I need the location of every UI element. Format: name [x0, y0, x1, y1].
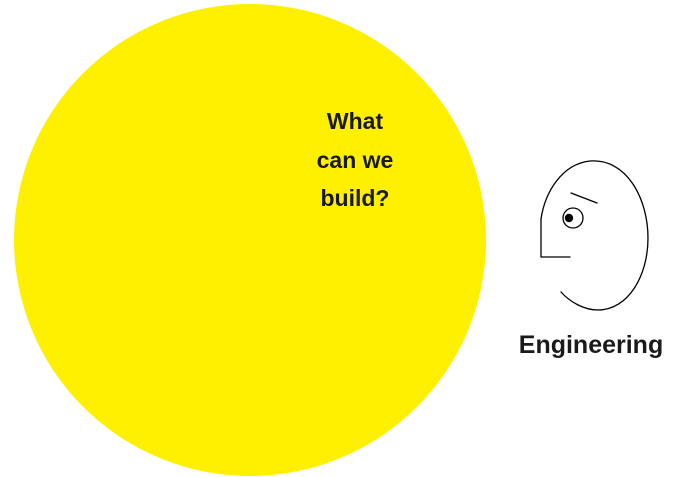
persona-label: Engineering — [519, 331, 663, 359]
question-line-3: build? — [321, 185, 390, 211]
pupil — [565, 214, 573, 222]
face-profile-icon — [541, 161, 648, 310]
capability-circle — [14, 4, 486, 476]
question-line-2: can we — [317, 147, 394, 173]
head-outline — [541, 161, 648, 310]
circle-question: What can we build? — [317, 108, 394, 211]
question-line-1: What — [327, 108, 384, 134]
eyebrow — [571, 193, 597, 203]
